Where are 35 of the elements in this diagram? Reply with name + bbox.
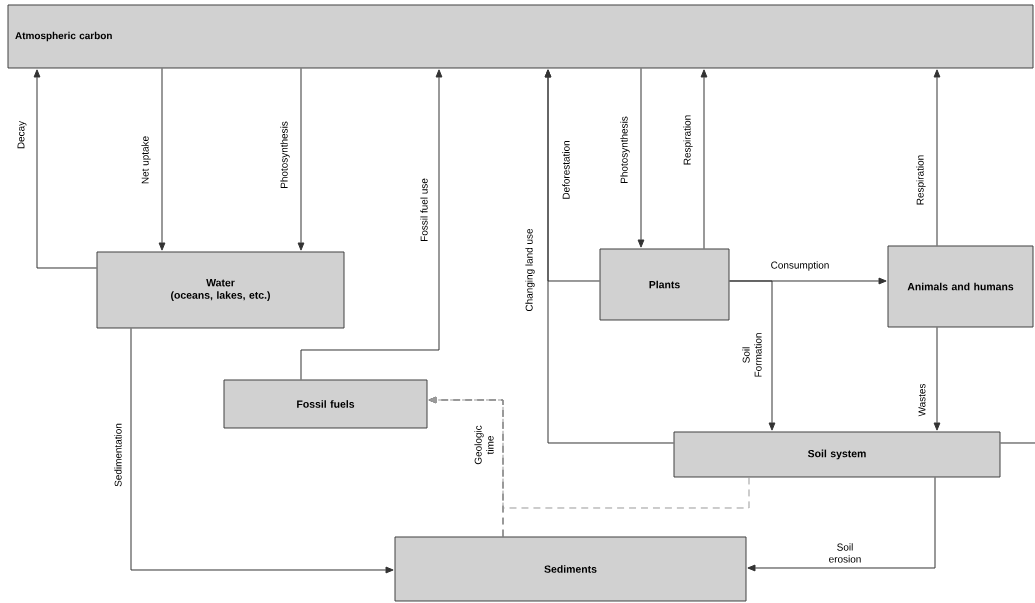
process-box: Fossil fuels [223,379,428,429]
edge-label: Soil Formation [740,323,764,387]
arrow [33,69,97,269]
process-box: Water (oceans, lakes, etc.) [96,251,345,329]
edge-label: Soil erosion [818,541,872,565]
process-box: Soil system [673,431,1001,478]
edge-label: Sedimentation [112,421,124,489]
process-box: Plants [599,248,730,321]
edge-label: Fossil fuel use [418,176,430,244]
arrow [428,396,750,509]
edge-label: Respiration [914,153,928,207]
arrow [933,327,941,431]
band: Atmospheric carbon [7,4,1034,69]
arrow [747,477,936,572]
process-box: Sediments [394,536,747,602]
edge-label: Photosynthesis [278,119,292,191]
edge-label: Wastes [917,382,927,418]
process-box: Animals and humans [887,245,1034,328]
edge-label: Photosynthesis [618,114,632,186]
edge-label: Decay [16,119,28,151]
arrow [729,280,776,431]
arrow [637,68,645,248]
arrow [158,68,166,251]
arrow [300,69,443,380]
arrow [130,328,394,574]
edge-label: Changing land use [523,226,537,314]
edge-label: Deforestation [560,138,572,202]
edge-label: Geologic time [472,418,496,472]
arrow [700,69,708,249]
edge-label: Net uptake [139,134,153,186]
arrow [933,69,941,246]
arrow [297,68,305,251]
edge-label: Consumption [769,259,831,273]
edge-label: Respiration [681,113,695,167]
arrow [544,69,600,282]
